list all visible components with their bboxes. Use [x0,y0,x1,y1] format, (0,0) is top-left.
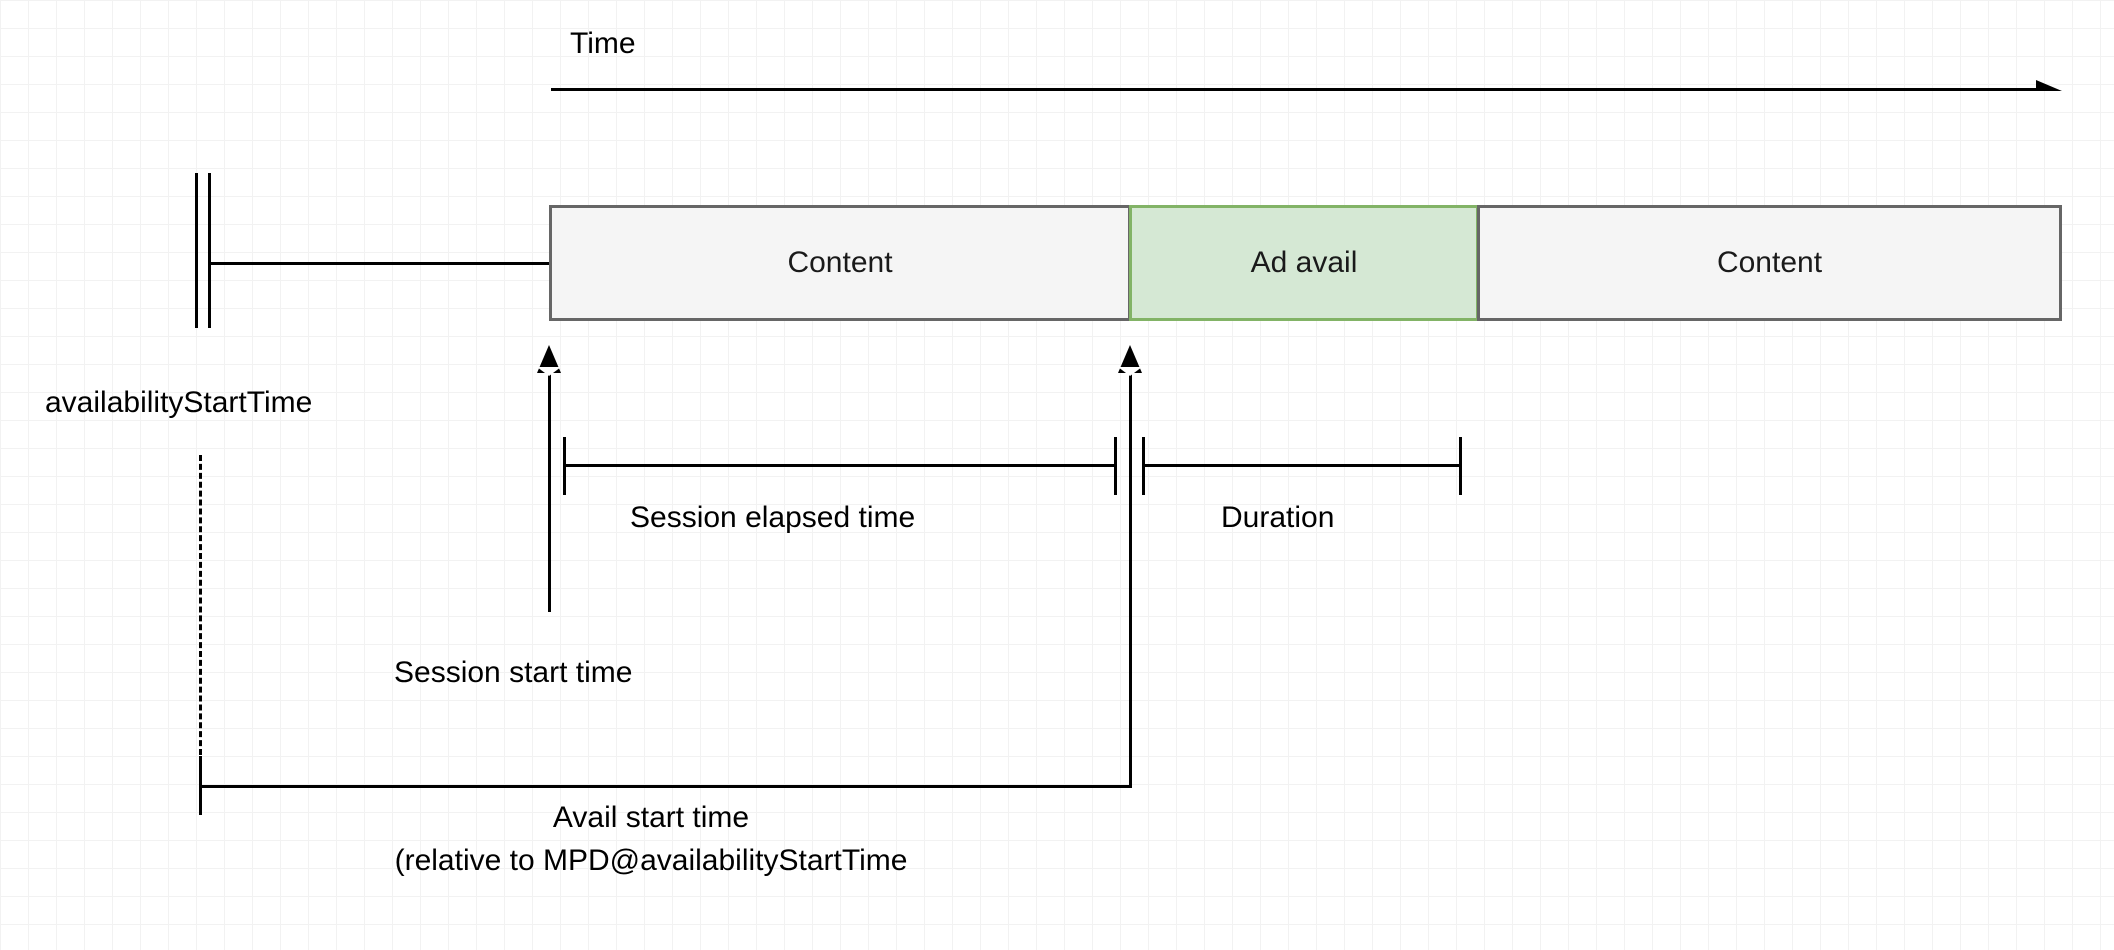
time-axis-line [551,88,2051,91]
duration-label: Duration [1221,501,1335,534]
session-elapsed-tick-right [1114,437,1117,495]
segment-label: Content [787,246,893,279]
session-start-arrowhead [537,345,561,376]
avail-start-arrow-shaft [1129,360,1132,788]
availability-start-bar-outer [195,173,198,328]
avail-start-arrowhead [1118,345,1142,376]
timeline-segment-content-1[interactable]: Content [549,205,1131,321]
session-start-time-label: Session start time [394,656,633,689]
avail-start-time-label-line2: (relative to MPD@availabilityStartTime [394,844,908,877]
availability-start-dashed-guide [199,455,202,755]
time-axis-arrowhead [2036,80,2062,91]
availability-start-bar-inner [208,173,211,328]
segment-label: Ad avail [1250,246,1358,279]
segment-label: Content [1716,246,1823,279]
duration-measure-line [1142,464,1462,467]
session-elapsed-time-label: Session elapsed time [630,501,916,534]
avail-start-measure-line [199,785,1132,788]
session-elapsed-measure-line [563,464,1116,467]
avail-start-time-label-line1: Avail start time [552,801,750,834]
availability-start-connector [208,262,552,265]
duration-tick-right [1459,437,1462,495]
timeline-segment-content-2[interactable]: Content [1477,205,2062,321]
session-start-arrow-shaft [548,360,551,612]
timeline-segment-ad-avail[interactable]: Ad avail [1129,205,1479,321]
availability-start-time-label: availabilityStartTime [45,386,313,419]
time-axis-label: Time [570,27,636,60]
